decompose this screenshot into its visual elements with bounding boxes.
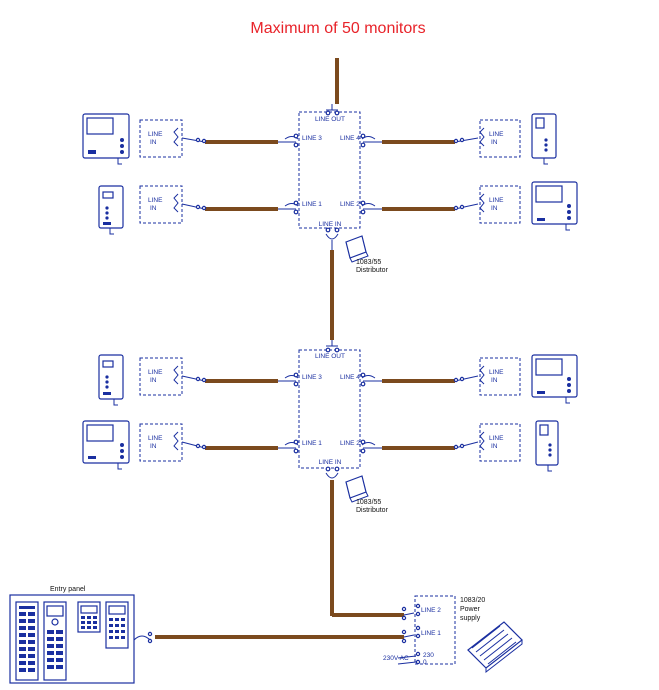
- monitor-d1-right-top-icon: [531, 113, 557, 165]
- ps-terminal-0: 0: [423, 659, 427, 666]
- distributor-2-box: [298, 349, 361, 469]
- d2-line-in-label: LINE IN: [319, 459, 342, 466]
- line-in-box-d2-right-bottom: LINE IN: [453, 423, 521, 462]
- distributor-1-box: [298, 111, 361, 229]
- d2-line3-label: LINE 3: [302, 374, 322, 381]
- d1-line3-label: LINE 3: [302, 135, 322, 142]
- entry-panel-frame: [9, 594, 135, 684]
- monitor-d2-right-bottom-icon: [535, 420, 559, 472]
- power-supply-device-icon: [467, 621, 523, 674]
- line-in-box-d1-right-top: LINE IN: [453, 119, 521, 158]
- svg-text:IN: IN: [150, 139, 157, 146]
- monitor-d1-left-bottom-icon: [98, 185, 124, 235]
- line-in-box-d2-left-bottom: LINE IN: [139, 423, 207, 462]
- monitor-d2-left-top-icon: [98, 354, 124, 406]
- d1-line-in-label: LINE IN: [319, 221, 342, 228]
- ps-name-2: supply: [460, 615, 481, 622]
- distributor-1: LINE OUT LINE 3 LINE 4 LINE 1 LINE 2 LIN…: [278, 104, 389, 274]
- monitor-d1-right-bottom-icon: [531, 181, 578, 231]
- svg-text:IN: IN: [150, 377, 157, 384]
- diagram-title: Maximum of 50 monitors: [250, 20, 425, 37]
- cables: [155, 58, 455, 639]
- monitor-d2-left-bottom-icon: [82, 420, 130, 470]
- monitor-d1-left-top-icon: [82, 113, 130, 165]
- entry-panel: Entry panel: [9, 586, 153, 684]
- distributor-1-device-icon: [345, 235, 369, 263]
- d1-distributor-code: 1083/55: [356, 259, 381, 266]
- svg-text:LINE: LINE: [148, 197, 163, 204]
- entry-panel-label: Entry panel: [50, 586, 86, 593]
- ps-line1-label: LINE 1: [421, 630, 441, 637]
- d1-line2-label: LINE 2: [340, 201, 360, 208]
- distributor-2-device-icon: [345, 475, 369, 503]
- line-in-box-d2-right-top: LINE IN: [453, 357, 521, 396]
- line-in-box-d1-right-bottom: LINE IN: [453, 185, 521, 224]
- d2-line4-label: LINE 4: [340, 374, 360, 381]
- power-supply: LINE 2 LINE 1 230 0 230V AC 1083/20 Powe…: [383, 595, 523, 674]
- d1-line1-label: LINE 1: [302, 201, 322, 208]
- d1-line-out-label: LINE OUT: [315, 116, 345, 123]
- distributor-2: LINE OUT LINE 3 LINE 4 LINE 1 LINE 2 LIN…: [278, 340, 389, 514]
- svg-text:IN: IN: [491, 205, 498, 212]
- power-supply-box: [414, 595, 456, 665]
- ps-ac-label: 230V AC: [383, 655, 409, 662]
- ps-name-1: Power: [460, 606, 481, 613]
- d1-line4-label: LINE 4: [340, 135, 360, 142]
- svg-text:LINE: LINE: [489, 197, 504, 204]
- svg-text:LINE: LINE: [148, 131, 163, 138]
- line-in-box-d1-left-bottom: LINE IN: [139, 185, 207, 224]
- svg-text:LINE: LINE: [489, 131, 504, 138]
- svg-text:IN: IN: [150, 443, 157, 450]
- ps-code: 1083/20: [460, 597, 485, 604]
- ps-terminal-230: 230: [423, 652, 434, 659]
- d2-line-out-label: LINE OUT: [315, 353, 345, 360]
- monitor-d2-right-top-icon: [531, 354, 578, 404]
- d2-line2-label: LINE 2: [340, 440, 360, 447]
- d2-line1-label: LINE 1: [302, 440, 322, 447]
- svg-text:IN: IN: [491, 377, 498, 384]
- svg-text:LINE: LINE: [148, 369, 163, 376]
- svg-text:IN: IN: [150, 205, 157, 212]
- svg-text:LINE: LINE: [489, 435, 504, 442]
- svg-text:IN: IN: [491, 139, 498, 146]
- d2-distributor-code: 1083/55: [356, 499, 381, 506]
- svg-text:IN: IN: [491, 443, 498, 450]
- ps-line2-label: LINE 2: [421, 607, 441, 614]
- svg-text:LINE: LINE: [148, 435, 163, 442]
- line-in-box-d2-left-top: LINE IN: [139, 357, 207, 396]
- line-in-box-d1-left-top: LINE IN: [139, 119, 207, 158]
- d2-distributor-name: Distributor: [356, 507, 389, 514]
- d1-distributor-name: Distributor: [356, 267, 389, 274]
- svg-text:LINE: LINE: [489, 369, 504, 376]
